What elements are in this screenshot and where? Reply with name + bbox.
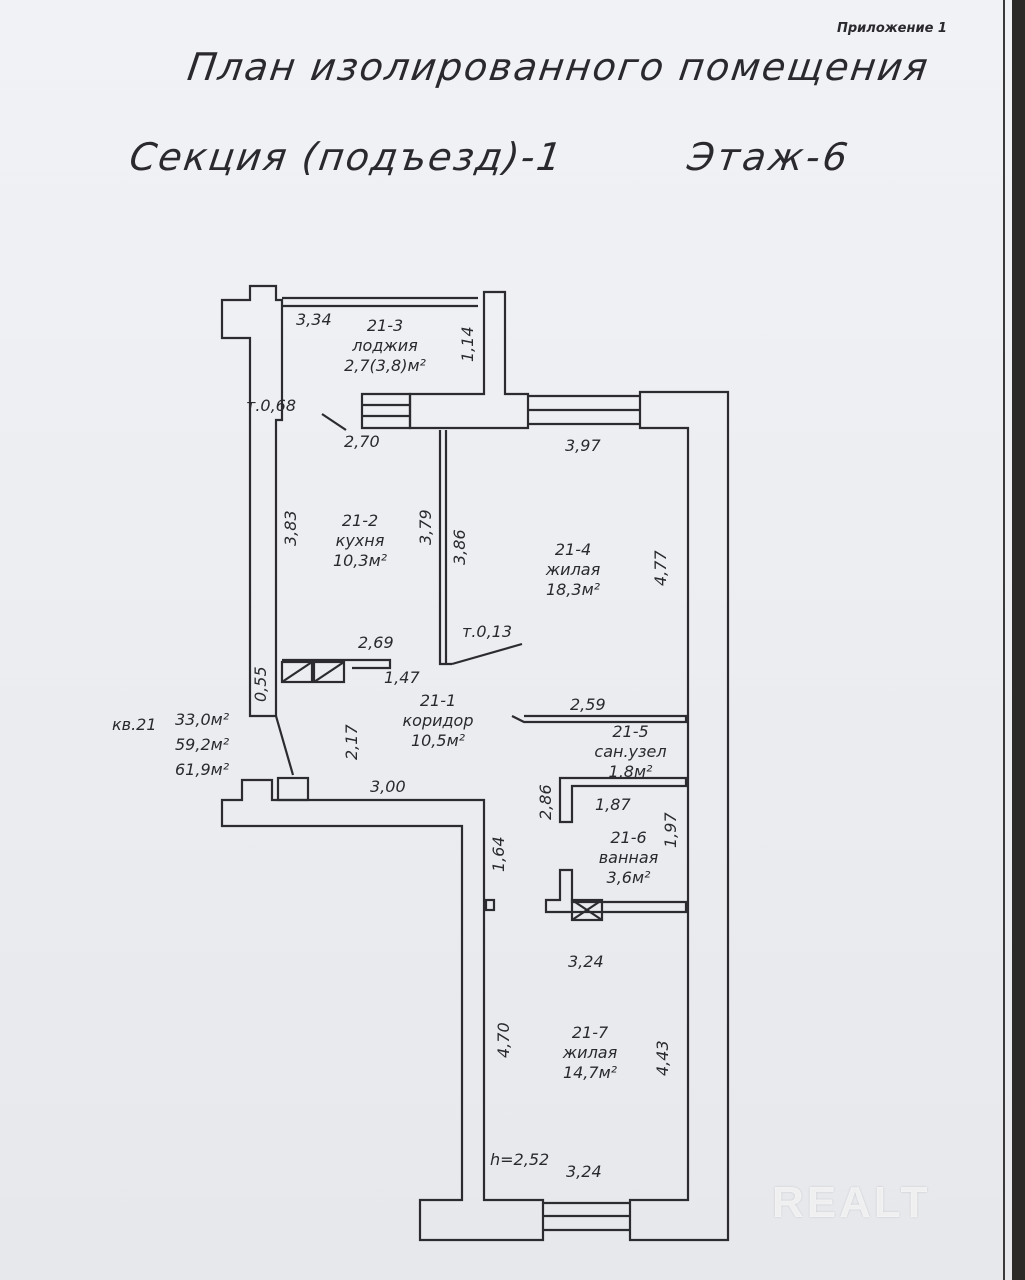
dim-3-24-bottom: 3,24 [566, 1162, 602, 1181]
room-21-4: 21-4 жилая 18,3м² [528, 542, 618, 598]
room-name: сан.узел [594, 742, 667, 761]
room-21-5: 21-5 сан.узел 1,8м² [583, 724, 678, 780]
window-block-left [360, 392, 412, 430]
wall-loggia-pier [408, 290, 530, 430]
apartment-area-living: 33,0м² [175, 710, 230, 729]
room-21-2: 21-2 кухня 10,3м² [315, 513, 405, 569]
apartment-number: кв.21 [112, 715, 157, 734]
room-area: 10,5м² [410, 731, 466, 750]
dim-2-17: 2,17 [342, 724, 361, 760]
dim-1-97: 1,97 [661, 812, 680, 848]
room-area: 10,3м² [332, 551, 388, 570]
apartment-area-full: 61,9м² [175, 760, 230, 779]
realt-watermark: REALT [772, 1178, 931, 1227]
room-name: коридор [402, 711, 474, 730]
dim-4-77: 4,77 [651, 550, 670, 586]
dim-t-0-13: т.0,13 [462, 622, 513, 641]
wall-bottom-left [220, 778, 545, 1242]
dim-h-2-52: h=2,52 [490, 1150, 550, 1169]
apartment-area-total: 59,2м² [175, 735, 230, 754]
room-area: 1,8м² [608, 762, 653, 781]
room-id: 21-6 [610, 828, 647, 847]
plan-title: План изолированного помещения [184, 45, 933, 89]
dim-2-69: 2,69 [358, 633, 394, 652]
dim-3-79: 3,79 [416, 509, 435, 545]
wall-right-outer [628, 390, 730, 1242]
room-21-1: 21-1 коридор 10,5м² [393, 693, 483, 749]
dim-3-86: 3,86 [450, 529, 469, 565]
room-name: лоджия [352, 336, 418, 355]
dim-4-70: 4,70 [494, 1022, 513, 1058]
page-edge [1003, 0, 1005, 1280]
dim-1-47: 1,47 [384, 668, 420, 687]
dim-1-14: 1,14 [458, 326, 477, 362]
room-21-3: 21-3 лоджия 2,7(3,8)м² [340, 318, 430, 374]
dim-3-00: 3,00 [370, 777, 406, 796]
dim-3-97: 3,97 [565, 436, 601, 455]
floor-label: Этаж-6 [684, 135, 854, 179]
room-area: 3,6м² [606, 868, 651, 887]
dim-3-24-top: 3,24 [568, 952, 604, 971]
room-21-6: 21-6 ванная 3,6м² [581, 830, 676, 886]
section-label: Секция (подъезд)-1 [126, 135, 567, 179]
wall-left-outer [220, 284, 284, 718]
dim-4-43: 4,43 [653, 1040, 672, 1076]
room-area: 14,7м² [562, 1063, 618, 1082]
room-name: жилая [562, 1043, 618, 1062]
dim-t-0-68: т.0,68 [246, 396, 297, 415]
room-area: 2,7(3,8)м² [344, 356, 426, 375]
dim-2-59: 2,59 [570, 695, 606, 714]
room-21-7: 21-7 жилая 14,7м² [545, 1025, 635, 1081]
room-name: кухня [335, 531, 385, 550]
room-id: 21-2 [341, 511, 379, 530]
appendix-label: Приложение 1 [837, 21, 947, 36]
room-area: 18,3м² [545, 580, 601, 599]
dim-3-83: 3,83 [281, 510, 300, 546]
dim-1-87: 1,87 [595, 795, 631, 814]
dim-2-86: 2,86 [536, 784, 555, 820]
room-id: 21-1 [419, 691, 457, 710]
room-name: ванная [598, 848, 659, 867]
dim-1-64: 1,64 [489, 836, 508, 872]
room-name: жилая [545, 560, 601, 579]
room-id: 21-7 [571, 1023, 609, 1042]
dim-0-55: 0,55 [251, 666, 270, 702]
dim-3-34: 3,34 [296, 310, 332, 329]
room-id: 21-3 [366, 316, 404, 335]
room-id: 21-4 [554, 540, 592, 559]
room-id: 21-5 [612, 722, 649, 741]
dim-2-70: 2,70 [344, 432, 380, 451]
